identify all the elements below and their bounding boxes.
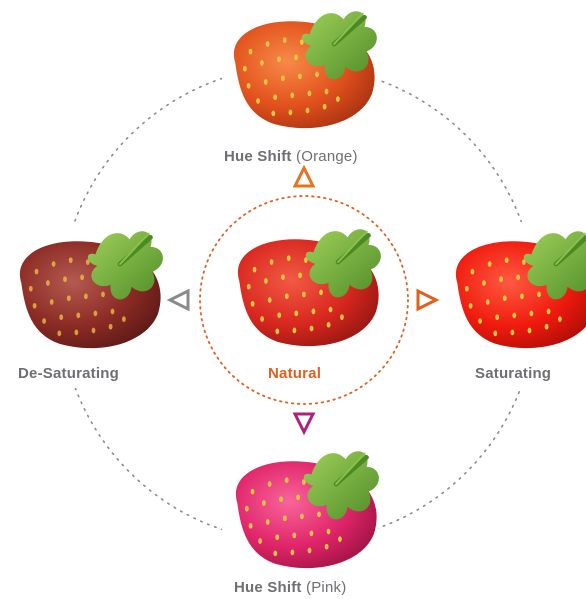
label-hue-shift-pink: Hue Shift (Pink) [234,579,346,596]
label-hue-shift-orange: Hue Shift (Orange) [224,148,358,165]
strawberry-orange-icon [234,11,377,128]
label-hue-shift-orange-main: Hue Shift [224,148,292,165]
strawberry-natural-icon [238,229,381,346]
label-hue-shift-pink-main: Hue Shift [234,579,302,596]
strawberry-saturated-icon [456,231,586,348]
arrow-down-icon [295,414,313,432]
label-hue-shift-orange-sub: (Orange) [296,148,358,165]
label-saturating: Saturating [475,365,551,382]
strawberry-pink-icon [236,451,379,568]
label-hue-shift-pink-sub: (Pink) [306,579,346,596]
label-de-saturating: De-Saturating [18,365,119,382]
arrow-left-icon [170,291,188,309]
strawberry-desaturated-icon [20,231,163,348]
label-natural: Natural [268,365,321,382]
arrow-right-icon [418,291,436,309]
